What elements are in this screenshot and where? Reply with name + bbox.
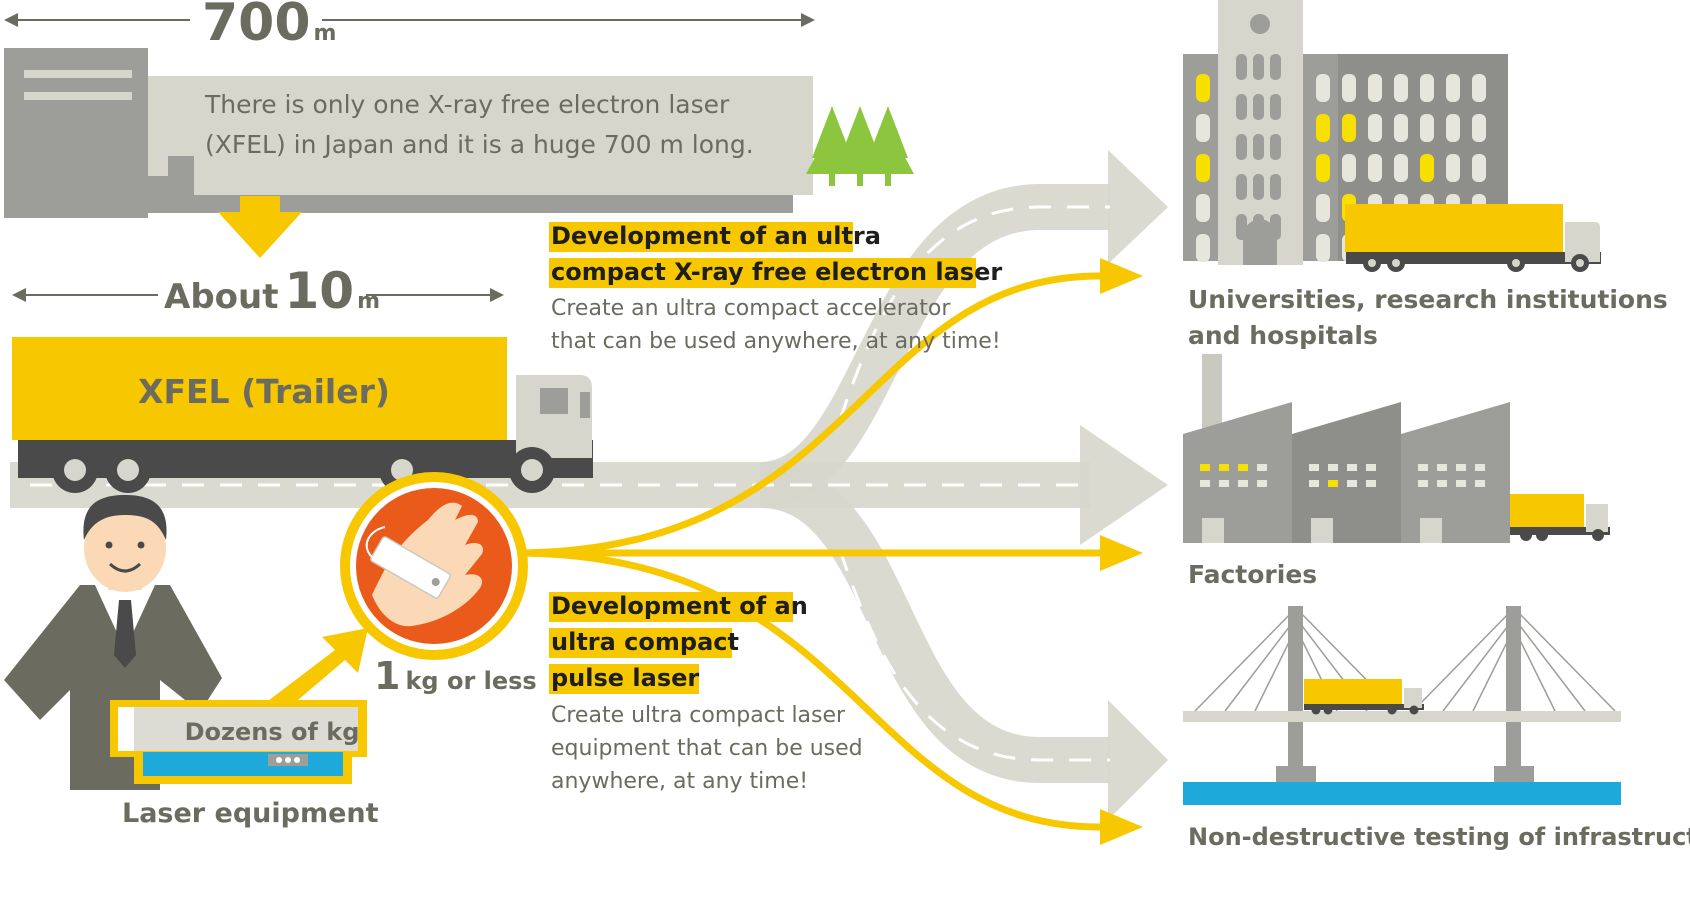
factories-label: Factories: [1188, 560, 1317, 589]
trailer-label: XFEL (Trailer): [138, 372, 390, 411]
dev-pulse-desc-2: equipment that can be used: [551, 736, 863, 761]
delivery-truck-icon: [1345, 204, 1601, 272]
arrow-up-right-icon: [260, 628, 368, 717]
dev-pulse-block: Development of an ultra compact pulse la…: [549, 592, 870, 794]
dev-pulse-desc-1: Create ultra compact laser: [551, 703, 846, 728]
svg-text:There is only one X-ray free e: There is only one X-ray free electron la…: [204, 90, 754, 159]
measure-10-unit: m: [357, 289, 380, 314]
equipment-label: Laser equipment: [122, 798, 379, 829]
measure-700-number: 700: [202, 0, 311, 53]
hand-weight-unit: kg or less: [405, 667, 536, 695]
svg-text:Development of an ultra: Development of an ultra compact pulse la…: [551, 592, 816, 692]
universities-label-2: and hospitals: [1188, 321, 1378, 350]
universities-label-1: Universities, research institutions: [1188, 285, 1668, 314]
measure-700-unit: m: [314, 21, 337, 46]
svg-text:Create ultra compact laser: Create ultra compact laser equipment tha…: [551, 703, 870, 794]
measure-10-number: 10: [284, 262, 354, 320]
compact-laser-icon: [370, 536, 452, 599]
wheel-icon: [52, 447, 555, 493]
arrow-left-icon: [12, 288, 26, 302]
arrow-right-icon: [1100, 258, 1143, 294]
facility-text-line-2: (XFEL) in Japan and it is a huge 700 m l…: [205, 130, 754, 159]
dev-xfel-title-1: Development of an ultra: [551, 222, 881, 250]
dev-pulse-title-3: pulse laser: [551, 664, 699, 692]
factory-building-icon: [1183, 354, 1510, 543]
university-building-icon: [1183, 0, 1508, 265]
hand-compact-laser: [340, 472, 528, 660]
dev-xfel-block: Development of an ultra compact X-ray fr…: [549, 222, 1002, 354]
arrow-right-icon: [490, 288, 504, 302]
dev-pulse-desc-3: anywhere, at any time!: [551, 769, 808, 794]
yellow-path-network: [514, 272, 1101, 831]
delivery-truck-icon: [1510, 494, 1610, 541]
measure-10-prefix: About: [164, 277, 278, 317]
dev-xfel-title-2: compact X-ray free electron laser: [551, 258, 1002, 286]
delivery-truck-icon: [1304, 679, 1424, 715]
xfel-trailer-truck: XFEL (Trailer): [12, 337, 593, 493]
trees-icon: [806, 106, 914, 186]
dev-xfel-desc-2: that can be used anywhere, at any time!: [551, 329, 1001, 354]
businessman-icon: [4, 495, 222, 790]
arrow-left-icon: [4, 13, 18, 27]
arrow-right-icon: [801, 13, 815, 27]
bridge-icon: [1183, 606, 1621, 805]
facility-text-line-1: There is only one X-ray free electron la…: [204, 90, 730, 119]
arrow-down-icon: [218, 196, 302, 258]
svg-text:Create an ultra compact accele: Create an ultra compact accelerator that…: [551, 296, 1001, 354]
xfel-facility-building: There is only one X-ray free electron la…: [4, 48, 813, 218]
svg-text:Universities, research institu: Universities, research institutions and …: [1188, 285, 1677, 350]
dev-pulse-title-1: Development of an: [551, 592, 808, 620]
svg-text:Development of an ultra: Development of an ultra compact X-ray fr…: [551, 222, 1002, 286]
laser-equipment: Dozens of kg: [110, 700, 367, 784]
dev-pulse-title-2: ultra compact: [551, 628, 739, 656]
hand-weight-number: 1: [374, 654, 400, 698]
dev-xfel-desc-1: Create an ultra compact accelerator: [551, 296, 951, 321]
equipment-weight: Dozens of kg: [185, 718, 360, 746]
arrow-right-icon: [1100, 809, 1143, 845]
arrow-right-icon: [1100, 535, 1143, 571]
infrastructure-label: Non-destructive testing of infrastructur…: [1188, 823, 1690, 851]
